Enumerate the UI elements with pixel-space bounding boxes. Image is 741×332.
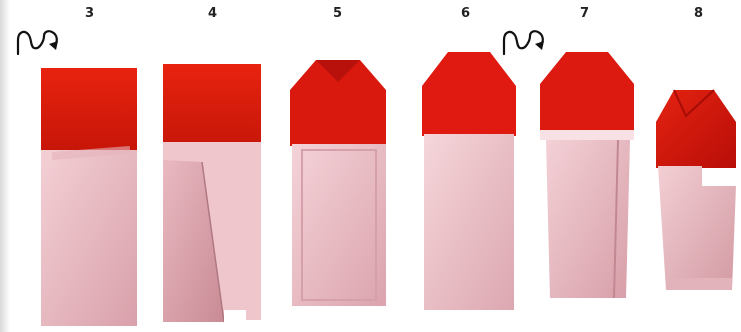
step-number-5: 5 [333, 6, 342, 21]
origami-model-step-8 [652, 86, 740, 298]
step-number-8: 8 [694, 6, 703, 21]
turn-over-icon [12, 26, 66, 58]
page-edge-shadow [0, 0, 10, 332]
origami-model-step-7 [536, 48, 640, 304]
step-number-4: 4 [208, 6, 217, 21]
origami-model-step-6 [418, 48, 522, 314]
step-number-7: 7 [580, 6, 589, 21]
origami-model-step-3 [38, 64, 144, 330]
step-number-6: 6 [461, 6, 470, 21]
origami-model-step-5 [286, 56, 392, 310]
step-number-3: 3 [85, 6, 94, 21]
origami-model-step-4 [158, 60, 268, 330]
